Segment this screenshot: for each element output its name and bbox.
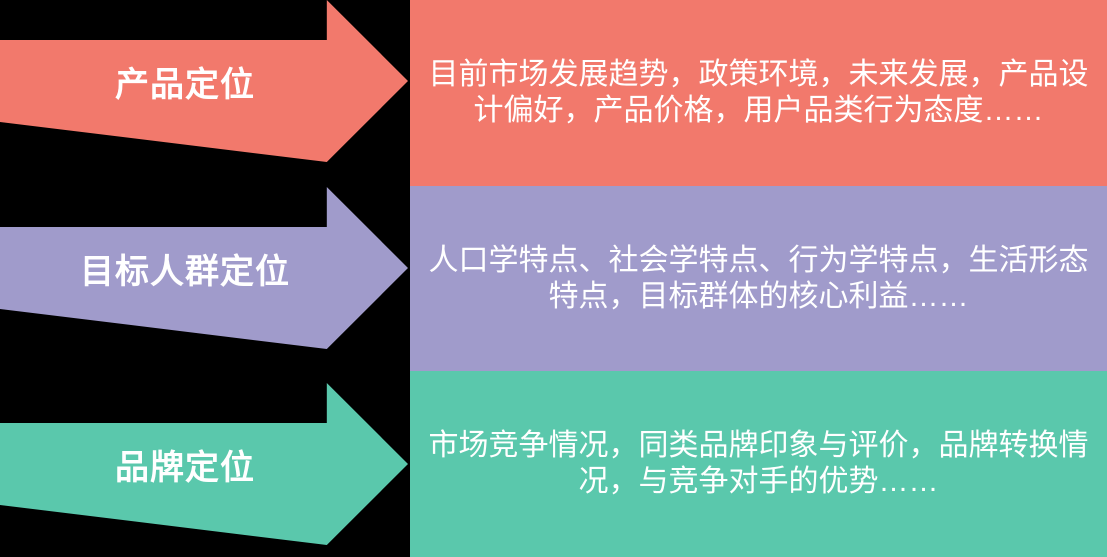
arrow-shape-brand-positioning: 品牌定位 [0, 383, 408, 545]
arrow-label-product-positioning: 产品定位 [115, 65, 255, 104]
description-box-target-audience-positioning: 人口学特点、社会学特点、行为学特点，生活形态 特点，目标群体的核心利益…… [410, 186, 1107, 371]
description-text-target-audience-positioning: 人口学特点、社会学特点、行为学特点，生活形态 特点，目标群体的核心利益…… [428, 243, 1089, 313]
arrow-shape-target-audience-positioning: 目标人群定位 [0, 187, 408, 349]
description-text-product-positioning: 目前市场发展趋势，政策环境，未来发展，产品设 计偏好，产品价格，用户品类行为态度… [428, 58, 1089, 127]
arrow-shape-product-positioning: 产品定位 [0, 0, 408, 162]
description-text-brand-positioning: 市场竞争情况，同类品牌印象与评价，品牌转换情 况，与竞争对手的优势…… [428, 429, 1089, 498]
arrow-label-brand-positioning: 品牌定位 [115, 448, 255, 487]
description-box-brand-positioning: 市场竞争情况，同类品牌印象与评价，品牌转换情 况，与竞争对手的优势…… [410, 371, 1107, 557]
arrow-label-target-audience-positioning: 目标人群定位 [80, 252, 290, 291]
description-box-product-positioning: 目前市场发展趋势，政策环境，未来发展，产品设 计偏好，产品价格，用户品类行为态度… [410, 0, 1107, 186]
